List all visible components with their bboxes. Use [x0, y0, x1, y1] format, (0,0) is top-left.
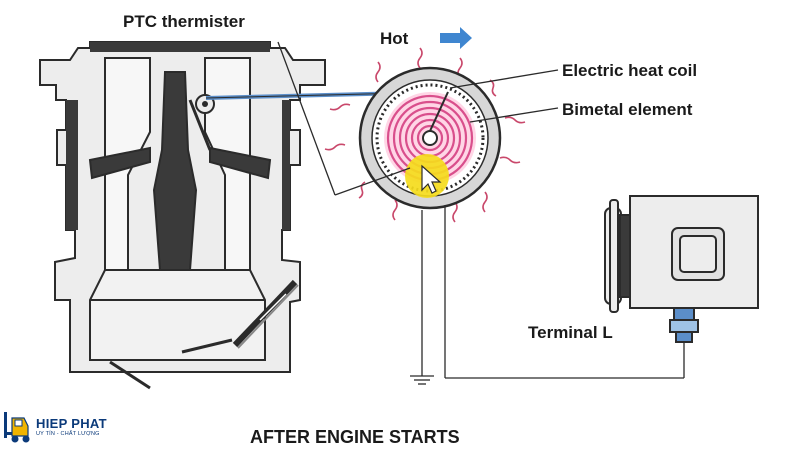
label-terminal-l: Terminal L [528, 323, 613, 342]
brand-logo: HIEP PHAT UY TÍN - CHẤT LƯỢNG [0, 402, 128, 448]
leader-lines [277, 41, 559, 196]
throttle-valve [109, 338, 233, 390]
alternator [604, 195, 759, 343]
label-electric-heat-coil: Electric heat coil [562, 61, 697, 80]
choke-valve [188, 94, 215, 151]
terminal-wire [444, 205, 685, 379]
idle-screw [232, 279, 299, 349]
logo-tagline: UY TÍN - CHẤT LƯỢNG [36, 431, 100, 437]
spiral-arm [429, 91, 449, 132]
label-bimetal-element: Bimetal element [562, 100, 693, 119]
caption: AFTER ENGINE STARTS [250, 427, 460, 447]
arrow-right-icon [440, 27, 472, 49]
forklift-icon [4, 412, 30, 443]
heat-waves [324, 47, 526, 223]
mouse-pointer-icon [405, 154, 449, 198]
ground-wire [410, 210, 434, 385]
logo-name: HIEP PHAT [36, 416, 107, 431]
spiral-hub [422, 130, 438, 146]
label-hot: Hot [380, 29, 409, 48]
carburetor-venturi [88, 57, 272, 361]
label-ptc-thermister: PTC thermister [123, 12, 245, 31]
